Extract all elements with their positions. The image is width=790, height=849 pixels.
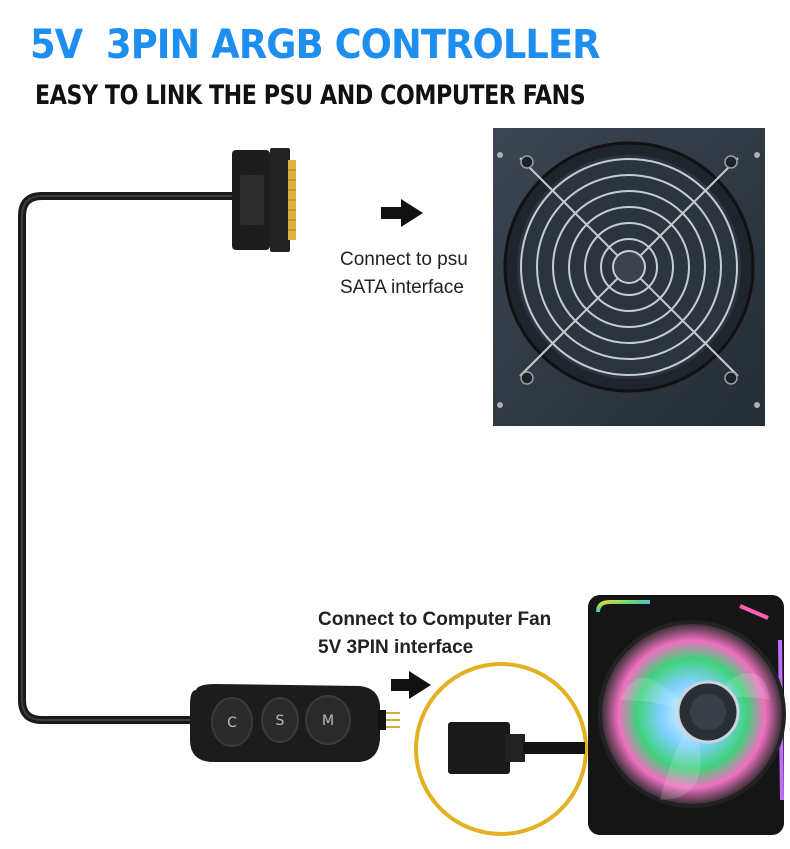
cable <box>18 192 232 724</box>
connector-zoom-circle <box>414 662 588 836</box>
psu-connection-label: Connect to psu SATA interface <box>340 246 468 302</box>
argb-fan-image <box>588 595 786 835</box>
fan-connection-label: Connect to Computer Fan 5V 3PIN interfac… <box>318 606 551 662</box>
m-button[interactable] <box>305 695 351 745</box>
argb-controller: C S M <box>190 684 400 762</box>
c-button[interactable] <box>211 697 253 747</box>
psu-label-line2: SATA interface <box>340 277 464 298</box>
fan-label-line2: 5V 3PIN interface <box>318 637 474 658</box>
page-subtitle: EASY TO LINK THE PSU AND COMPUTER FANS <box>35 80 586 111</box>
psu-image <box>493 128 765 426</box>
arrow-right-icon <box>391 671 431 699</box>
m-button-label: M <box>322 713 334 729</box>
psu-label-line1: Connect to psu <box>340 249 468 270</box>
sata-connector <box>232 148 296 252</box>
c-button-label: C <box>227 715 237 731</box>
page-title: 5V 3PIN ARGB CONTROLLER <box>30 22 601 68</box>
s-button[interactable] <box>261 697 299 743</box>
s-button-label: S <box>276 713 285 729</box>
arrow-right-icon <box>381 199 423 227</box>
fan-label-line1: Connect to Computer Fan <box>318 609 552 630</box>
